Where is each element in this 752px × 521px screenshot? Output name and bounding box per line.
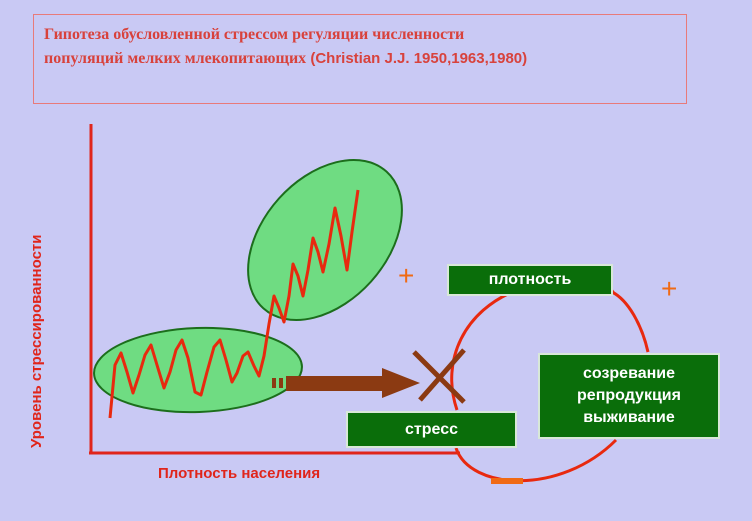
title-line-2-citation: (Christian J.J. 1950,1963,1980) <box>310 50 528 67</box>
stress-box: стресс <box>346 411 517 448</box>
upper-ellipse <box>247 159 403 321</box>
maturation-line-1: созревание <box>582 365 675 382</box>
x-axis-label: Плотность населения <box>158 465 321 482</box>
plus-sign-right: + <box>661 273 678 304</box>
title-box: Гипотеза обусловленной стрессом регуляци… <box>33 14 687 104</box>
cycle-arc-right <box>605 285 650 353</box>
title-line-2-serif: популяций мелких млекопитающих <box>44 50 307 67</box>
density-box: плотность <box>447 264 613 296</box>
maturation-line-2: репродукция <box>577 387 681 404</box>
cross-mark-b <box>418 348 466 402</box>
y-axis-label: Уровень стрессированности <box>28 234 45 449</box>
minus-sign <box>491 478 523 484</box>
brown-arrow <box>272 368 420 398</box>
population-wave <box>108 189 360 419</box>
title-line-1: Гипотеза обусловленной стрессом регуляци… <box>44 26 465 43</box>
maturation-line-3: выживание <box>583 409 675 426</box>
lower-ellipse <box>93 326 303 414</box>
maturation-box: созревание репродукция выживание <box>538 353 720 439</box>
title-line-2: популяций мелких млекопитающих (Christia… <box>44 47 676 71</box>
plus-sign-top: + <box>398 260 415 291</box>
